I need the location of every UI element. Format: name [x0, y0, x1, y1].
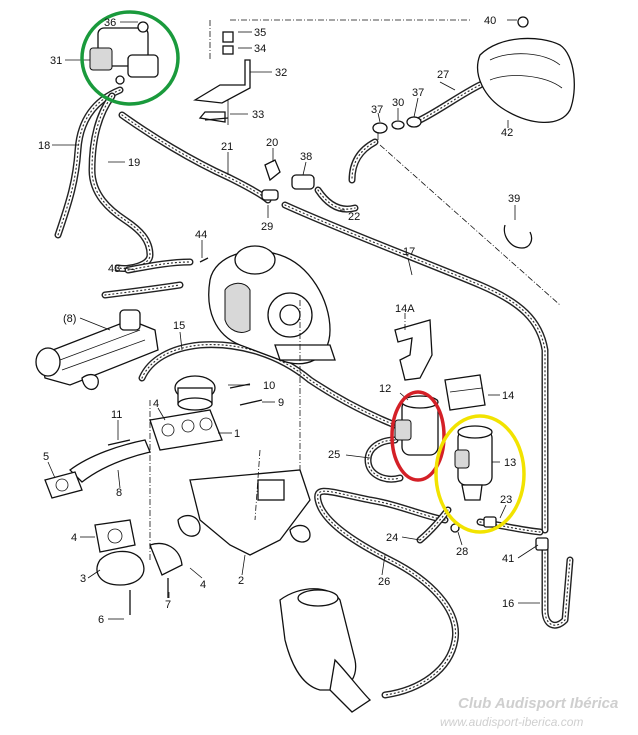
callout-14: 14	[502, 390, 514, 402]
exhaust-pipe	[279, 588, 372, 713]
intake-manifold-2	[177, 469, 311, 556]
bracket-14A	[394, 319, 433, 381]
watermark-url: www.audisport-iberica.com	[440, 715, 583, 729]
rubber-mount-14	[444, 374, 486, 411]
callout-12: 12	[379, 383, 391, 395]
callout-17: 17	[403, 246, 415, 258]
callout-29: 29	[261, 221, 273, 233]
callout-43: 43	[108, 263, 120, 275]
callout-9: 9	[278, 397, 284, 409]
callout-14A: 14A	[395, 303, 415, 315]
egr-pipe-8	[44, 439, 151, 499]
egr-cooler	[35, 309, 159, 390]
callout-40: 40	[484, 15, 496, 27]
callout-6: 6	[98, 614, 104, 626]
highlight-circles	[80, 10, 526, 534]
yellow-highlight-ellipse	[434, 414, 526, 534]
callout-31: 31	[50, 55, 62, 67]
green-highlight-circle	[80, 10, 180, 106]
bracket-32	[193, 31, 251, 125]
callout-15: 15	[173, 320, 185, 332]
flange-3-4	[94, 519, 183, 586]
callout-38: 38	[300, 151, 312, 163]
callout-16: 16	[502, 598, 514, 610]
vacuum-reservoir-42	[476, 16, 575, 123]
callout-42: 42	[501, 127, 513, 139]
callout-37b: 37	[412, 87, 424, 99]
hose-clamp-39	[503, 224, 533, 249]
parts	[35, 16, 575, 713]
callout-33: 33	[252, 109, 264, 121]
valve-13	[454, 425, 493, 501]
callout-4a: 4	[153, 398, 159, 410]
callout-2: 2	[238, 575, 244, 587]
callout-37a: 37	[371, 104, 383, 116]
callout-5: 5	[43, 451, 49, 463]
callout-19: 19	[128, 157, 140, 169]
manifold-gasket-1	[149, 409, 223, 451]
callout-20: 20	[266, 137, 278, 149]
callout-10: 10	[263, 380, 275, 392]
watermark-title: Club Audisport Ibérica	[458, 695, 618, 712]
callout-36: 36	[104, 17, 116, 29]
callout-34: 34	[254, 43, 266, 55]
callout-24: 24	[386, 532, 398, 544]
callout-30: 30	[392, 97, 404, 109]
callout-labels: 36 35 34 31 32 33 40 27 37 30 37 42 18 1…	[38, 15, 520, 626]
callout-44: 44	[195, 229, 207, 241]
callout-35: 35	[254, 27, 266, 39]
callout-22: 22	[348, 211, 360, 223]
callout-4b: 4	[71, 532, 77, 544]
callout-13: 13	[504, 457, 516, 469]
callout-11: 11	[111, 409, 122, 421]
callout-28: 28	[456, 546, 468, 558]
callout-23: 23	[500, 494, 512, 506]
callout-4c: 4	[200, 579, 206, 591]
callout-8: 8	[116, 487, 122, 499]
callout-18: 18	[38, 140, 50, 152]
leader-lines	[47, 19, 561, 620]
callout-1: 1	[234, 428, 240, 440]
egr-valve-10	[174, 375, 216, 411]
callout-21: 21	[221, 141, 233, 153]
fittings-30-37	[372, 116, 422, 134]
callout-32: 32	[275, 67, 287, 79]
valve-12	[394, 395, 439, 456]
solenoid-valve-31	[89, 21, 159, 85]
callout-8-paren: (8)	[63, 313, 76, 325]
red-highlight-ellipse	[390, 390, 446, 482]
clip-28-41	[450, 516, 549, 551]
callout-7: 7	[165, 599, 171, 611]
callout-3: 3	[80, 573, 86, 585]
callout-26: 26	[378, 576, 390, 588]
callout-25: 25	[328, 449, 340, 461]
callout-39: 39	[508, 193, 520, 205]
connector-20-38	[261, 159, 315, 201]
watermark: Club Audisport Ibérica www.audisport-ibe…	[440, 695, 618, 729]
callout-41: 41	[502, 553, 514, 565]
callout-27: 27	[437, 69, 449, 81]
